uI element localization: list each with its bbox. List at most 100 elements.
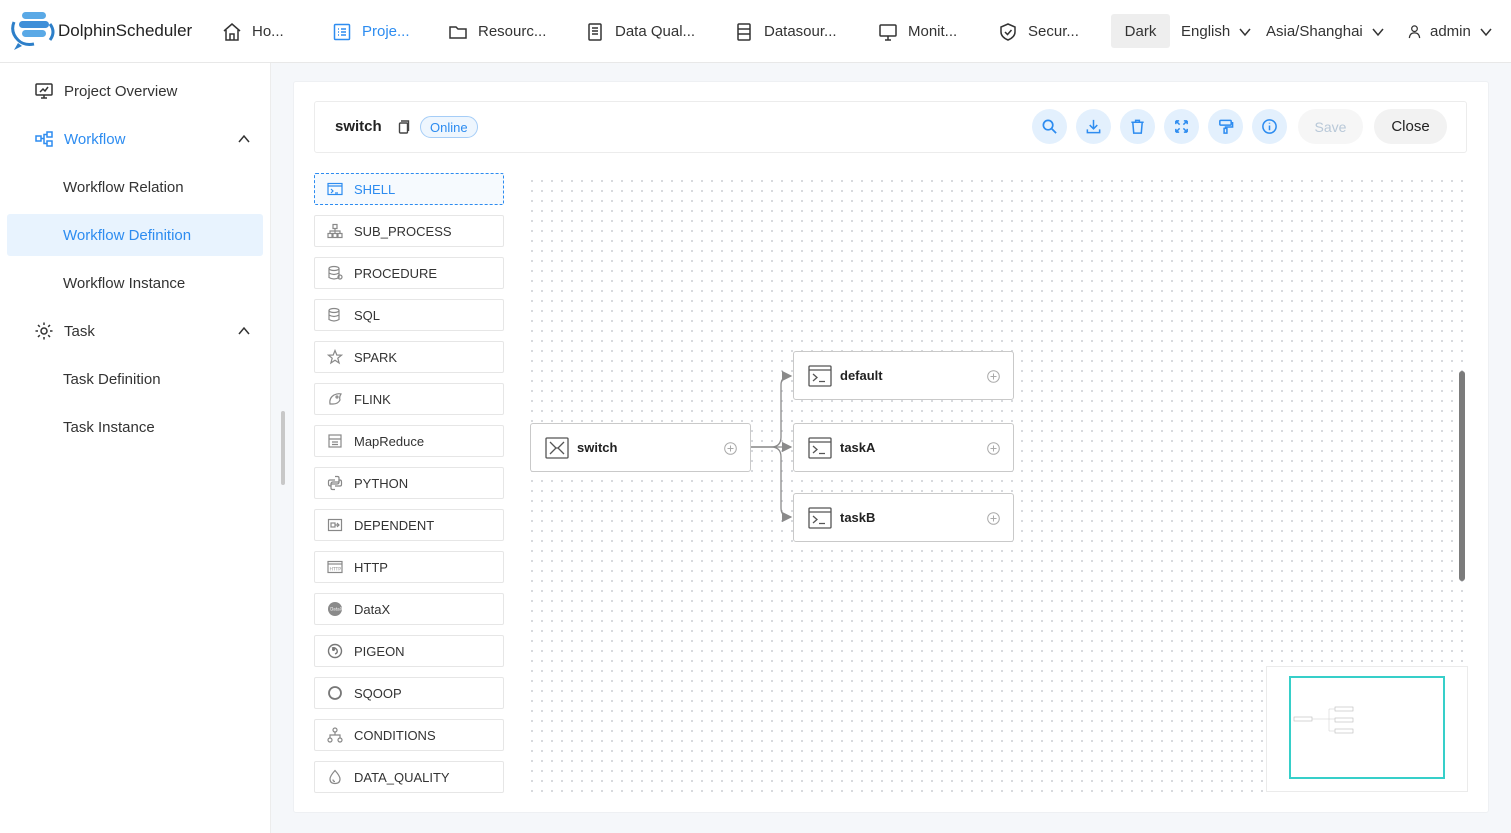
timezone-select[interactable]: Asia/Shanghai [1266, 0, 1385, 63]
palette-item-mapreduce[interactable]: MapReduce [314, 425, 504, 457]
palette-item-python[interactable]: PYTHON [314, 467, 504, 499]
workflow-icon [35, 131, 53, 147]
sqoop-icon [328, 686, 342, 700]
datax-icon: DataX [328, 602, 343, 616]
presentation-icon [35, 83, 53, 99]
flink-icon [329, 393, 342, 405]
chevron-up-icon [238, 134, 250, 143]
copy-icon[interactable] [396, 119, 410, 135]
theme-toggle-button[interactable]: Dark [1111, 14, 1170, 48]
database-icon [737, 22, 751, 41]
add-node-icon[interactable] [987, 512, 1000, 525]
conditions-icon [327, 727, 343, 743]
nav-data-quality[interactable]: Data Qual... [585, 0, 695, 63]
save-button[interactable]: Save [1298, 109, 1363, 144]
top-header: DolphinScheduler Ho... Proje... Resourc.… [0, 0, 1511, 63]
switch-task-icon [545, 436, 569, 459]
palette-item-flink[interactable]: FLINK [314, 383, 504, 415]
add-node-icon[interactable] [987, 442, 1000, 455]
shell-task-icon [808, 364, 832, 387]
close-button[interactable]: Close [1374, 109, 1447, 144]
dag-node-taskA[interactable]: taskA [793, 423, 1014, 472]
format-button[interactable] [1208, 109, 1243, 144]
nav-monitor[interactable]: Monit... [878, 0, 957, 63]
folder-icon [449, 25, 467, 39]
http-icon: HTTP [327, 560, 343, 574]
palette-item-pigeon[interactable]: PIGEON [314, 635, 504, 667]
dag-toolbar [314, 101, 1467, 153]
canvas-scrollbar[interactable] [1459, 371, 1465, 581]
add-node-icon[interactable] [987, 370, 1000, 383]
shell-icon [327, 182, 343, 196]
palette-item-sub-process[interactable]: SUB_PROCESS [314, 215, 504, 247]
palette-item-sql[interactable]: SQL [314, 299, 504, 331]
dag-node-default[interactable]: default [793, 351, 1014, 400]
palette-item-procedure[interactable]: PROCEDURE [314, 257, 504, 289]
shell-task-icon [808, 506, 832, 529]
home-icon [223, 22, 241, 41]
palette-item-datax[interactable]: DataX DataX [314, 593, 504, 625]
delete-button[interactable] [1120, 109, 1155, 144]
search-button[interactable] [1032, 109, 1067, 144]
fullscreen-icon [1175, 120, 1188, 133]
dag-minimap[interactable] [1266, 666, 1468, 792]
nav-home[interactable]: Ho... [222, 0, 284, 63]
palette-item-conditions[interactable]: CONDITIONS [314, 719, 504, 751]
chevron-up-icon [238, 326, 250, 335]
info-button[interactable] [1252, 109, 1287, 144]
sidebar-item-task-instance[interactable]: Task Instance [63, 418, 155, 436]
sub-process-icon [327, 223, 343, 239]
user-menu[interactable]: admin [1407, 0, 1493, 63]
info-icon [1262, 119, 1277, 134]
delete-icon [1131, 119, 1144, 134]
nav-security[interactable]: Secur... [998, 0, 1079, 63]
minimap-viewport[interactable] [1289, 676, 1445, 779]
sidebar-group-workflow[interactable]: Workflow [7, 118, 263, 160]
palette-item-data-quality[interactable]: DATA_QUALITY [314, 761, 504, 793]
svg-text:HTTP: HTTP [330, 567, 342, 573]
sidebar-item-task-definition[interactable]: Task Definition [63, 370, 161, 388]
nav-datasource[interactable]: Datasour... [734, 0, 837, 63]
python-icon [327, 475, 343, 491]
dolphin-logo-icon [11, 12, 55, 50]
chevron-down-icon [1239, 28, 1251, 36]
sidebar-scrollbar[interactable] [281, 411, 285, 485]
format-icon [1219, 119, 1234, 134]
sidebar-group-task[interactable]: Task [7, 310, 263, 352]
status-badge: Online [420, 116, 478, 138]
palette-item-dependent[interactable]: DEPENDENT [314, 509, 504, 541]
download-icon [1086, 119, 1101, 134]
chevron-down-icon [1480, 28, 1492, 36]
palette-item-shell[interactable]: SHELL [314, 173, 504, 205]
logo[interactable]: DolphinScheduler [10, 10, 192, 52]
palette-item-sqoop[interactable]: SQOOP [314, 677, 504, 709]
sql-icon [328, 307, 340, 322]
dag-node-switch[interactable]: switch [530, 423, 751, 472]
procedure-icon [328, 265, 343, 280]
download-button[interactable] [1076, 109, 1111, 144]
sidebar-item-project-overview[interactable]: Project Overview [7, 70, 263, 112]
add-node-icon[interactable] [724, 442, 737, 455]
dag-node-taskB[interactable]: taskB [793, 493, 1014, 542]
gear-icon [35, 322, 53, 340]
nav-resources[interactable]: Resourc... [448, 0, 546, 63]
palette-item-http[interactable]: HTTP HTTP [314, 551, 504, 583]
mapreduce-icon [328, 434, 342, 448]
brand-name: DolphinScheduler [58, 21, 193, 40]
sidebar-item-workflow-definition[interactable]: Workflow Definition [7, 214, 263, 256]
pigeon-icon [327, 643, 343, 659]
spark-icon [327, 349, 343, 365]
nav-project[interactable]: Proje... [332, 0, 410, 63]
fullscreen-button[interactable] [1164, 109, 1199, 144]
sidebar-item-workflow-instance[interactable]: Workflow Instance [63, 274, 186, 292]
language-select[interactable]: English [1181, 0, 1252, 63]
shield-icon [1000, 22, 1016, 41]
chevron-down-icon [1372, 28, 1384, 36]
sidebar-item-workflow-relation[interactable]: Workflow Relation [63, 178, 184, 196]
sidebar: Project Overview Workflow Workflow Relat… [0, 63, 271, 833]
document-icon [588, 22, 602, 41]
search-icon [1042, 119, 1057, 134]
shell-task-icon [808, 436, 832, 459]
palette-item-spark[interactable]: SPARK [314, 341, 504, 373]
workflow-name: switch [335, 118, 382, 135]
